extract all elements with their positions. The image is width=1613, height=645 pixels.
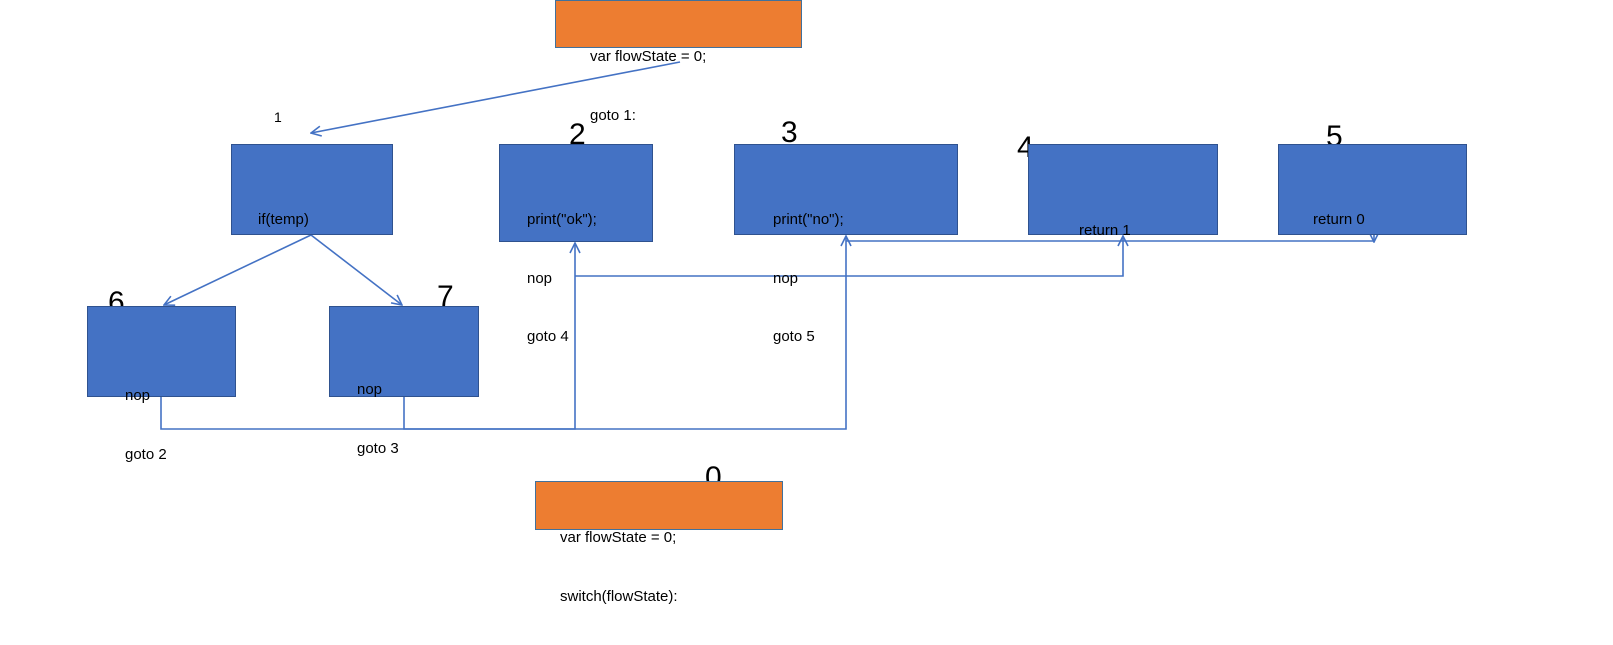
code-line: nop bbox=[773, 269, 799, 287]
code-line: return 1 bbox=[1079, 222, 1131, 239]
code-line: nop bbox=[527, 269, 553, 287]
code-line: switch(flowState): bbox=[560, 587, 678, 605]
block-5-code: return 0 bbox=[1313, 171, 1365, 269]
arrow-init-to-block-1 bbox=[311, 61, 681, 133]
block-2: print("ok"); nop goto 4 bbox=[499, 144, 653, 345]
block-4: return 1 bbox=[1028, 144, 1218, 239]
init-goto-code: var flowState = 0; goto 1: bbox=[590, 8, 706, 164]
block-2-number: 2 bbox=[569, 118, 586, 151]
block-6: nop goto 2 bbox=[87, 306, 236, 463]
block-7: nop goto 3 bbox=[329, 306, 479, 457]
code-line: goto 5 bbox=[773, 328, 815, 345]
block-3-code: print("no"); nop goto 5 bbox=[773, 171, 844, 386]
init-goto-block: var flowState = 0; goto 1: bbox=[555, 0, 802, 124]
code-line: goto 3 bbox=[357, 439, 399, 457]
code-line: if(temp) bbox=[258, 211, 309, 228]
arrow-block-1-to-block-7 bbox=[310, 234, 402, 305]
block-1: if(temp) bbox=[231, 144, 393, 235]
connector-layer bbox=[160, 61, 1613, 430]
path-block-2-to-block-4 bbox=[575, 236, 1123, 277]
init-switch-code: var flowState = 0; switch(flowState): bbox=[560, 489, 678, 645]
code-line: nop bbox=[125, 387, 151, 404]
code-line: goto 2 bbox=[125, 445, 167, 463]
arrow-block-1-to-block-6 bbox=[164, 234, 312, 305]
block-4-code: return 1 bbox=[1079, 182, 1131, 280]
block-5: return 0 bbox=[1278, 144, 1467, 235]
block-7-code: nop goto 3 bbox=[357, 341, 399, 497]
code-line: return 0 bbox=[1313, 211, 1365, 228]
code-line: goto 1: bbox=[590, 106, 636, 124]
code-line: nop bbox=[357, 381, 383, 398]
path-block-7-to-block-3 bbox=[403, 236, 846, 430]
code-line: print("no"); bbox=[773, 211, 844, 228]
block-1-code: if(temp) bbox=[258, 171, 309, 269]
block-2-code: print("ok"); nop goto 4 bbox=[527, 171, 597, 386]
block-3: print("no"); nop goto 5 bbox=[734, 144, 958, 345]
block-1-number: 1 bbox=[274, 109, 282, 125]
code-line: print("ok"); bbox=[527, 211, 597, 228]
init-switch-block: var flowState = 0; switch(flowState): bbox=[535, 481, 783, 605]
code-line: goto 4 bbox=[527, 328, 569, 345]
block-3-number: 3 bbox=[781, 116, 798, 149]
code-line: var flowState = 0; bbox=[590, 48, 707, 65]
block-7-number: 7 bbox=[437, 280, 454, 313]
path-block-6-to-block-2 bbox=[160, 243, 575, 430]
block-6-code: nop goto 2 bbox=[125, 347, 167, 503]
code-line: var flowState = 0; bbox=[560, 529, 677, 546]
